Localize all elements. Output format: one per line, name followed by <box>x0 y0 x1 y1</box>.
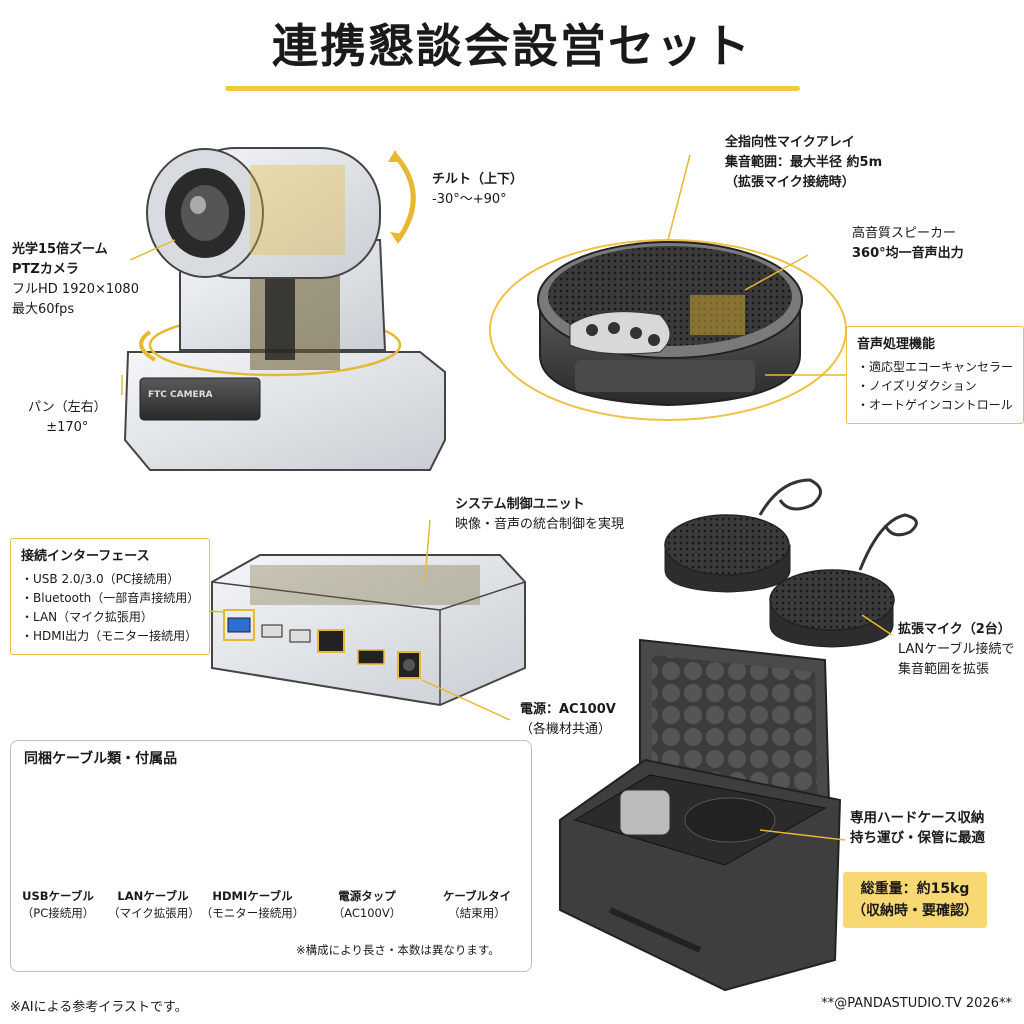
accessory-note: （AC100V） <box>332 906 402 920</box>
speaker-desc: 360°均一音声出力 <box>852 246 964 261</box>
audio-processing-heading: 音声処理機能 <box>857 337 936 352</box>
audio-processing-item: ・適応型エコーキャンセラー <box>857 360 1014 374</box>
camera-base-label: FTC CAMERA <box>148 390 213 400</box>
audio-processing-item: ・ノイズリダクション <box>857 379 977 393</box>
weight-line-1: 総重量：約15kg <box>860 881 970 897</box>
hard-case-illustration <box>559 638 846 992</box>
accessories-note: ※構成により長さ・本数は異なります。 <box>296 943 500 957</box>
page-title: 連携懇談会設営セット <box>272 19 752 73</box>
footer-disclaimer: ※AIによる参考イラストです。 <box>10 1000 188 1015</box>
accessory-lan: LANケーブル （マイク拡張用） <box>108 888 200 922</box>
audio-processing-item: ・オートゲインコントロール <box>857 398 1013 412</box>
interface-item: ・LAN（マイク拡張用） <box>21 610 153 624</box>
camera-title-2: PTZカメラ <box>12 262 79 277</box>
mic-array-range: 集音範囲：最大半径 約5m <box>725 155 883 170</box>
power-note: （各機材共通） <box>520 722 612 737</box>
control-unit-illustration <box>189 519 526 721</box>
accessories-panel <box>10 740 532 972</box>
mic-array-label: 全指向性マイクアレイ 集音範囲：最大半径 約5m （拡張マイク接続時） <box>725 133 882 193</box>
accessory-name: LANケーブル <box>117 889 189 903</box>
ext-mic-label: 拡張マイク（2台） LANケーブル接続で 集音範囲を拡張 <box>898 620 1014 680</box>
case-title-2: 持ち運び・保管に最適 <box>850 830 985 846</box>
accessory-name: 電源タップ <box>338 889 396 903</box>
power-title: 電源：AC100V <box>520 702 616 717</box>
accessory-power-strip: 電源タップ （AC100V） <box>322 888 412 922</box>
accessory-note: （結束用） <box>448 906 506 920</box>
title-underline <box>225 86 800 91</box>
weight-line-2: （収納時・要確認） <box>852 903 978 919</box>
footer-credit: **@PANDASTUDIO.TV 2026** <box>821 996 1012 1011</box>
ptz-camera-illustration <box>121 147 446 471</box>
accessory-hdmi: HDMIケーブル （モニター接続用） <box>200 888 305 922</box>
interface-item: ・HDMI出力（モニター接続用） <box>21 629 198 643</box>
accessory-cable-tie: ケーブルタイ （結束用） <box>432 888 522 922</box>
ext-mic-desc-2: 集音範囲を拡張 <box>898 662 990 677</box>
speakerphone-illustration <box>489 154 848 421</box>
pan-label: パン（左右） ±170° <box>28 398 107 438</box>
case-label: 専用ハードケース収納 持ち運び・保管に最適 <box>850 808 985 848</box>
accessory-name: HDMIケーブル <box>212 889 293 903</box>
accessory-usb: USBケーブル （PC接続用） <box>18 888 98 922</box>
control-unit-desc: 映像・音声の統合制御を実現 <box>455 517 625 532</box>
accessory-note: （モニター接続用） <box>200 906 305 920</box>
pan-range: ±170° <box>46 420 89 435</box>
control-unit-label: システム制御ユニット 映像・音声の統合制御を実現 <box>455 495 624 535</box>
total-weight-badge: 総重量：約15kg （収納時・要確認） <box>843 872 987 928</box>
interfaces-box: 接続インターフェース ・USB 2.0/3.0（PC接続用） ・Bluetoot… <box>10 538 211 655</box>
interfaces-heading: 接続インターフェース <box>21 549 150 564</box>
power-label: 電源：AC100V （各機材共通） <box>520 700 616 740</box>
speaker-title: 高音質スピーカー <box>852 226 957 241</box>
accessory-name: USBケーブル <box>22 889 94 903</box>
camera-spec-2: 最大60fps <box>12 302 75 317</box>
mic-array-title: 全指向性マイクアレイ <box>725 135 855 150</box>
ext-mic-title: 拡張マイク（2台） <box>898 622 1011 637</box>
audio-processing-box: 音声処理機能 ・適応型エコーキャンセラー ・ノイズリダクション ・オートゲインコ… <box>846 326 1024 424</box>
mic-array-note: （拡張マイク接続時） <box>725 175 855 190</box>
camera-title-1: 光学15倍ズーム <box>12 242 108 257</box>
camera-spec-1: フルHD 1920×1080 <box>12 282 139 297</box>
interface-item: ・Bluetooth（一部音声接続用） <box>21 591 200 605</box>
camera-label: 光学15倍ズーム PTZカメラ フルHD 1920×1080 最大60fps <box>12 240 139 320</box>
tilt-label: チルト（上下） -30°～+90° <box>432 170 523 210</box>
accessory-name: ケーブルタイ <box>442 889 512 903</box>
accessory-note: （PC接続用） <box>21 906 95 920</box>
pan-title: パン（左右） <box>28 400 107 415</box>
tilt-title: チルト（上下） <box>432 172 524 187</box>
accessories-heading: 同梱ケーブル類・付属品 <box>24 751 178 767</box>
case-title-1: 専用ハードケース収納 <box>850 810 985 826</box>
control-unit-title: システム制御ユニット <box>455 497 585 512</box>
extension-mics-illustration <box>664 478 918 648</box>
interface-item: ・USB 2.0/3.0（PC接続用） <box>21 572 180 586</box>
speaker-label: 高音質スピーカー 360°均一音声出力 <box>852 224 964 264</box>
ext-mic-desc-1: LANケーブル接続で <box>898 642 1015 657</box>
tilt-range: -30°～+90° <box>432 192 507 207</box>
accessory-note: （マイク拡張用） <box>108 906 200 920</box>
